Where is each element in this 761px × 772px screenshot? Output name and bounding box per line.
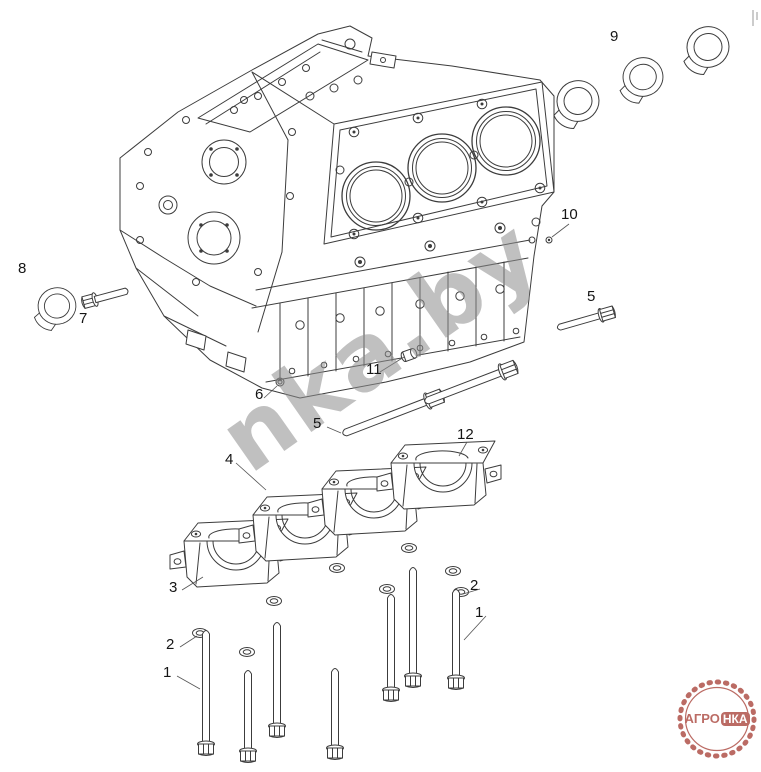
bolt-long-7	[447, 589, 465, 690]
bolt-long-4	[326, 668, 344, 760]
corner-mark	[752, 10, 758, 26]
left-bank-deck	[197, 38, 397, 133]
deck-bolt-holes	[335, 98, 546, 240]
washers	[192, 543, 469, 657]
callout-4: 4	[225, 451, 234, 468]
bolt-5-upper	[424, 359, 519, 405]
callout-1-right: 1	[475, 604, 484, 621]
callout-11: 11	[366, 361, 382, 378]
bearing-cap-4	[376, 440, 502, 510]
callout-10: 10	[561, 206, 578, 223]
bolt-long-5	[382, 594, 400, 702]
callout-9: 9	[610, 28, 619, 45]
bolt-5-right	[556, 305, 616, 331]
plug-11	[400, 347, 418, 363]
callout-8: 8	[18, 260, 27, 277]
brand-prefix: АГРО	[684, 710, 720, 726]
callout-7: 7	[79, 310, 88, 327]
cylinder-block	[119, 25, 555, 399]
leader-lines	[176, 223, 570, 690]
main-bolts	[197, 567, 465, 763]
bolt-7	[81, 287, 129, 309]
front-face-details	[119, 71, 296, 373]
callout-6: 6	[255, 386, 264, 403]
callout-12: 12	[457, 426, 474, 443]
bolt-long-6	[404, 567, 422, 688]
callout-5-right: 5	[587, 288, 596, 305]
bolt-long-3	[268, 622, 286, 738]
brand-boxed: НКА	[720, 711, 750, 727]
bushing-8	[30, 284, 80, 333]
cylinder-deck	[323, 81, 555, 245]
cylinder-bores	[341, 106, 541, 231]
valley-details	[251, 71, 363, 125]
dowel-10	[545, 236, 553, 244]
bolt-long-2	[239, 670, 257, 763]
callout-2-right: 2	[470, 577, 479, 594]
bolt-long-1	[197, 630, 215, 756]
callout-5-middle: 5	[313, 415, 322, 432]
callout-2-left: 2	[166, 636, 175, 653]
callout-1-left: 1	[163, 664, 172, 681]
bushing-set-9	[547, 22, 735, 133]
crankcase-skirt	[251, 217, 541, 387]
callout-3: 3	[169, 579, 178, 596]
